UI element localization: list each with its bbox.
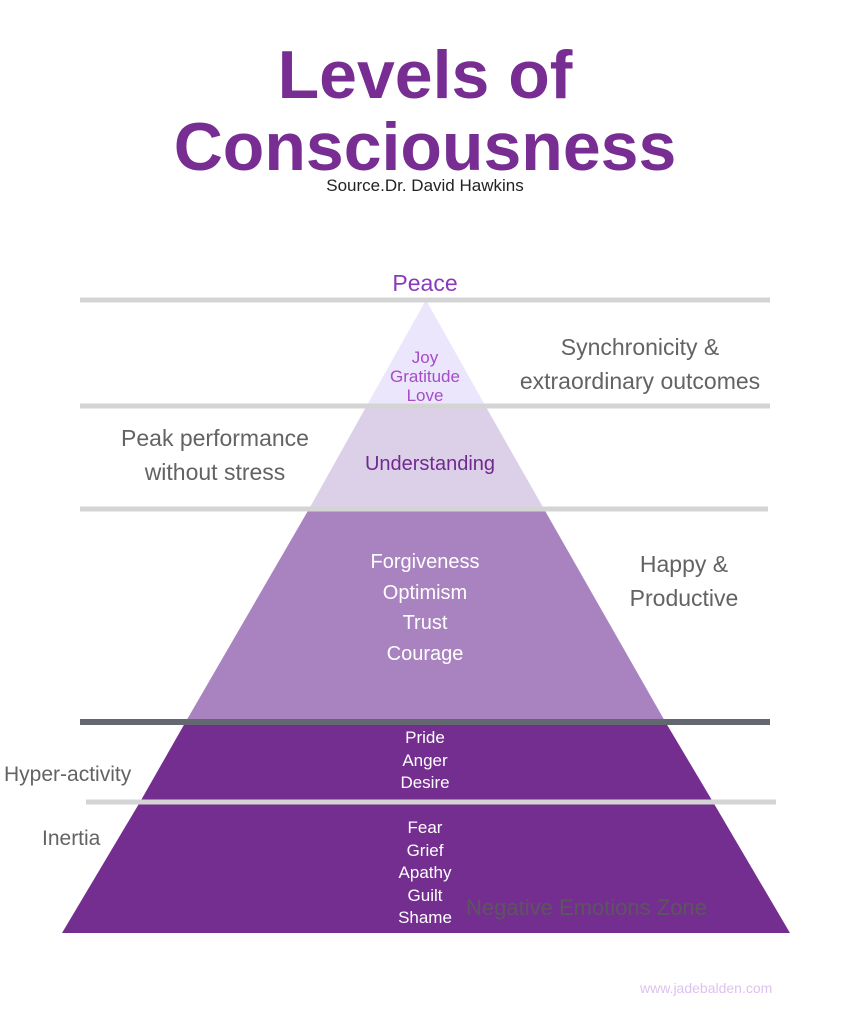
annotation-negative-zone: Negative Emotions Zone	[466, 895, 707, 920]
tier-understanding-band	[309, 407, 544, 509]
title-line-1: Levels of	[277, 37, 573, 113]
tier-label: Courage	[386, 642, 464, 665]
tier-label: Forgiveness	[370, 551, 480, 573]
tier-label: Optimism	[382, 581, 468, 604]
tier-pride-labels: Pride Anger Desire	[350, 727, 500, 795]
tier-label: Guilt	[407, 885, 443, 905]
tier-fear-labels: Fear Grief Apathy Guilt Shame	[350, 817, 500, 930]
tier-label: Grief	[406, 840, 444, 860]
source-credit: Source.Dr. David Hawkins	[326, 176, 524, 195]
apex-label: Peace	[392, 270, 458, 296]
footer-website: www.jadebalden.com	[640, 980, 773, 996]
tier-label: Shame	[398, 908, 452, 927]
tier-understanding-label: Understanding	[364, 453, 496, 475]
tier-joy-labels: Joy Gratitude Love	[350, 348, 500, 405]
title-line-2: Consciousness	[173, 109, 677, 185]
tier-label: Gratitude	[390, 367, 460, 386]
annotation-happy-productive: Happy & Productive	[629, 551, 739, 611]
tier-label: Pride	[405, 728, 445, 747]
tier-label: Fear	[407, 818, 443, 837]
tier-courage-band	[185, 509, 666, 723]
tier-pride-band	[140, 723, 713, 802]
annotation-inertia: Inertia	[42, 827, 101, 850]
tier-label: Desire	[400, 773, 450, 792]
tier-label: Joy	[411, 348, 439, 367]
tier-label: Trust	[402, 612, 448, 634]
annotation-synchronicity: Synchronicity & extraordinary outcomes	[519, 334, 761, 394]
tier-courage-labels: Forgiveness Optimism Trust Courage	[325, 547, 525, 669]
tier-fear-band	[62, 802, 790, 933]
tier-label: Love	[406, 386, 444, 405]
tier-label: Anger	[402, 750, 448, 770]
annotation-peak-performance: Peak performance without stress	[121, 425, 309, 485]
annotation-hyper-activity: Hyper-activity	[4, 763, 132, 786]
tier-label: Apathy	[398, 863, 452, 882]
tier-joy-band	[366, 300, 486, 407]
